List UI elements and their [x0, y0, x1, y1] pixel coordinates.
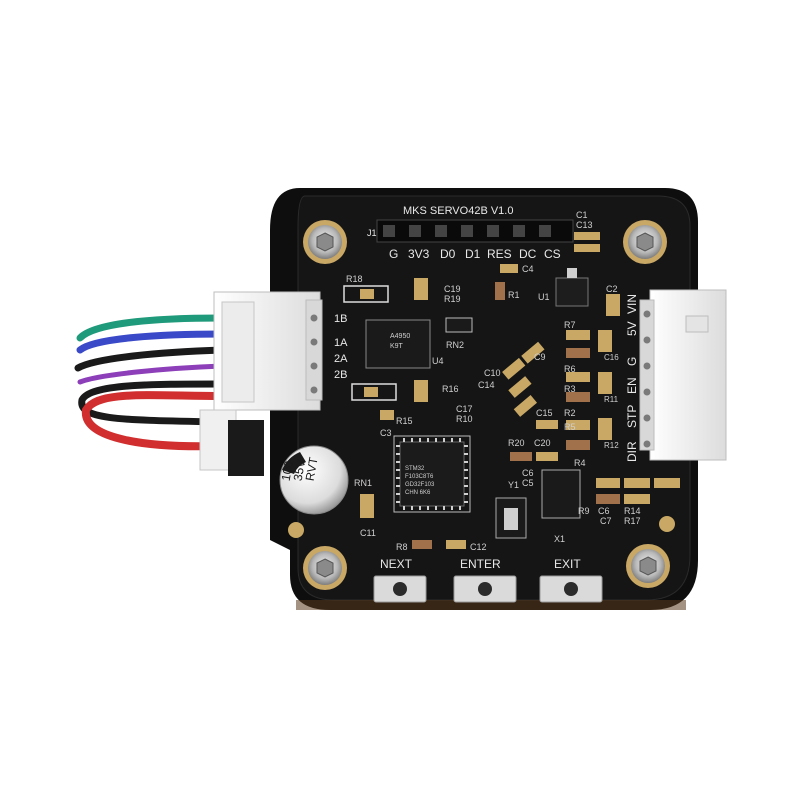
- driver-line-1: A4950: [390, 333, 410, 340]
- header-pin-dc: DC: [519, 247, 537, 261]
- button-next-label: NEXT: [380, 557, 413, 571]
- label-c19: C19: [444, 284, 461, 294]
- button-enter-label: ENTER: [460, 557, 501, 571]
- cap-cluster: [502, 341, 545, 417]
- label-c4: C4: [522, 264, 534, 274]
- header-pin-d1: D1: [465, 247, 481, 261]
- label-c3: C3: [380, 428, 392, 438]
- label-y1: Y1: [508, 480, 519, 490]
- exit-button[interactable]: [539, 575, 603, 603]
- driver-chip-u4: A4950 K9T: [365, 319, 431, 369]
- motor-wires: [74, 314, 226, 451]
- resistor-column: [566, 330, 612, 450]
- regulator-u1: [555, 268, 589, 307]
- label-u1: U1: [538, 292, 550, 302]
- mcu-pins: [396, 438, 468, 510]
- mcu-line-3: GD32F103: [405, 482, 435, 488]
- signal-pin-vin: VIN: [625, 294, 639, 314]
- signal-pin-g: G: [625, 357, 639, 366]
- motor-pin-1a: 1A: [334, 337, 348, 349]
- label-c7: C7: [600, 516, 612, 526]
- label-r2: R2: [564, 408, 576, 418]
- mcu-line-2: F103C8T6: [405, 474, 434, 480]
- header-ref: J1: [367, 228, 377, 238]
- label-c16: C16: [604, 353, 619, 362]
- crystal-y1: [495, 497, 527, 539]
- label-r3: R3: [564, 384, 576, 394]
- mcu-chip: STM32 F103C8T6 GD32F103 CHN 6K6: [393, 435, 471, 513]
- label-u4: U4: [432, 356, 444, 366]
- label-r15: R15: [396, 416, 413, 426]
- pcb: [270, 188, 698, 610]
- label-r18: R18: [346, 274, 363, 284]
- label-c6b: C6: [598, 506, 610, 516]
- label-r16: R16: [442, 384, 459, 394]
- header-pin-res: RES: [487, 247, 512, 261]
- motor-connector: [199, 291, 323, 476]
- label-c11: C11: [360, 528, 376, 538]
- signal-pin-stp: STP: [625, 405, 639, 428]
- screw-bottom-left: [303, 546, 347, 590]
- label-r12: R12: [604, 441, 619, 450]
- motor-pin-2b: 2B: [334, 369, 347, 381]
- label-r5: R5: [564, 422, 576, 432]
- cap-line-2: 35V: [291, 459, 308, 482]
- label-r6: R6: [564, 364, 576, 374]
- label-c5: C5: [522, 478, 534, 488]
- signal-pin-en: EN: [625, 377, 639, 394]
- header-pin-g: G: [389, 247, 398, 261]
- label-r4: R4: [574, 458, 586, 468]
- header-pin-3v3: 3V3: [408, 247, 430, 261]
- label-c17: C17: [456, 404, 473, 414]
- signal-pin-5v: 5V: [625, 321, 639, 336]
- enter-button[interactable]: [453, 575, 517, 603]
- label-c20: C20: [534, 438, 551, 448]
- label-c2: C2: [606, 284, 618, 294]
- inductor-x1: [541, 469, 581, 519]
- cap-line-1: 100: [279, 460, 296, 482]
- label-r8: R8: [396, 542, 408, 552]
- label-r7: R7: [564, 320, 576, 330]
- signal-pin-labels: VIN 5V G EN STP DIR: [625, 294, 639, 462]
- driver-line-2: K9T: [390, 343, 404, 350]
- label-rn1: RN1: [354, 478, 372, 488]
- label-c1: C1: [576, 210, 588, 220]
- next-button[interactable]: [373, 575, 427, 603]
- label-r11: R11: [604, 395, 619, 404]
- electrolytic-capacitor: 100 35V RVT: [279, 445, 349, 515]
- label-r20: R20: [508, 438, 525, 448]
- screw-top-left: [303, 220, 347, 264]
- motor-pin-1b: 1B: [334, 313, 347, 325]
- label-r1: R1: [508, 290, 520, 300]
- board-title: MKS SERVO42B V1.0: [403, 205, 513, 217]
- label-x1: X1: [554, 534, 565, 544]
- cap-line-3: RVT: [303, 456, 321, 483]
- label-rn2: RN2: [446, 340, 464, 350]
- label-c10: C10: [484, 368, 501, 378]
- screw-bottom-right: [626, 544, 670, 588]
- signal-connector: [639, 289, 727, 461]
- button-exit-label: EXIT: [554, 557, 581, 571]
- oled-header: [376, 219, 574, 243]
- header-pin-d0: D0: [440, 247, 456, 261]
- label-r17: R17: [624, 516, 641, 526]
- mcu-line-1: STM32: [405, 466, 425, 472]
- label-c12: C12: [470, 542, 487, 552]
- signal-pin-dir: DIR: [625, 441, 639, 462]
- label-r9: R9: [578, 506, 590, 516]
- label-c9: C9: [534, 352, 546, 362]
- label-c14: C14: [478, 380, 495, 390]
- header-pin-cs: CS: [544, 247, 561, 261]
- mcu-line-4: CHN 6K6: [405, 490, 431, 496]
- screw-top-right: [623, 220, 667, 264]
- label-c6: C6: [522, 468, 534, 478]
- label-c13: C13: [576, 220, 593, 230]
- motor-pin-2a: 2A: [334, 353, 348, 365]
- label-r14: R14: [624, 506, 641, 516]
- label-c15: C15: [536, 408, 553, 418]
- label-r10: R10: [456, 414, 473, 424]
- label-r19: R19: [444, 294, 461, 304]
- resistor-network-rn2: [445, 317, 473, 333]
